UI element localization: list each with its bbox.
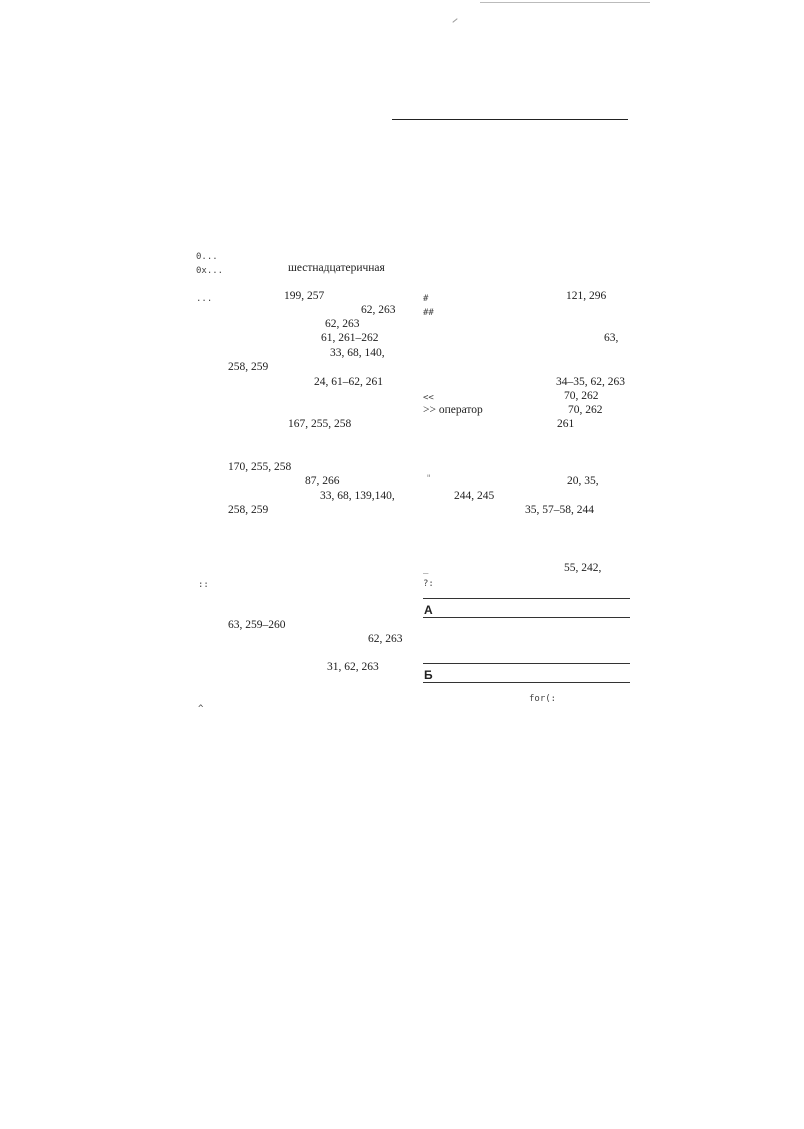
page-refs: 121, 296	[566, 290, 607, 302]
header-rule	[392, 119, 628, 120]
index-term: шестнадцатеричная	[288, 262, 385, 274]
page-refs: 261	[557, 418, 575, 430]
index-symbol: _	[423, 565, 429, 575]
index-symbol: <<	[423, 393, 434, 403]
page-refs: 33, 68, 140,	[330, 347, 385, 359]
index-symbol: #	[423, 294, 429, 304]
page-refs: 258, 259	[228, 361, 269, 373]
index-symbol: ?:	[423, 579, 434, 589]
index-term: >> оператор	[423, 404, 483, 416]
page-refs: 31, 62, 263	[327, 661, 379, 673]
page-refs: 244, 245	[454, 490, 495, 502]
page-refs: 199, 257	[284, 290, 325, 302]
section-heading: А	[424, 603, 433, 617]
page-refs: 35, 57–58, 244	[525, 504, 594, 516]
page-refs: 55, 242,	[564, 562, 602, 574]
index-symbol: "	[426, 474, 432, 484]
section-rule-bottom	[423, 682, 630, 683]
page-refs: 167, 255, 258	[288, 418, 352, 430]
page-refs: 20, 35,	[567, 475, 599, 487]
page-refs: 258, 259	[228, 504, 269, 516]
index-symbol: ##	[423, 308, 434, 318]
index-symbol: 0...	[196, 252, 218, 262]
page-refs: 70, 262	[568, 404, 603, 416]
page-refs: 62, 263	[361, 304, 396, 316]
index-symbol: ^	[198, 704, 204, 714]
index-symbol: ...	[196, 294, 213, 304]
page-refs: 63, 259–260	[228, 619, 286, 631]
page-refs: 70, 262	[564, 390, 599, 402]
page-refs: 63,	[604, 332, 619, 344]
section-heading: Б	[424, 668, 433, 682]
page-refs: 87, 266	[305, 475, 340, 487]
page-refs: 33, 68, 139,140,	[320, 490, 395, 502]
page-refs: 34–35, 62, 263	[556, 376, 625, 388]
page-refs: 62, 263	[368, 633, 403, 645]
index-symbol: ::	[198, 580, 209, 590]
scan-artifact	[452, 18, 458, 23]
section-rule-top	[423, 598, 630, 599]
scan-edge-line	[480, 2, 650, 3]
index-symbol: for(:	[529, 694, 557, 704]
section-rule-top	[423, 663, 630, 664]
page-refs: 62, 263	[325, 318, 360, 330]
section-rule-bottom	[423, 617, 630, 618]
page-refs: 170, 255, 258	[228, 461, 292, 473]
index-symbol: 0x...	[196, 266, 224, 276]
page-refs: 61, 261–262	[321, 332, 379, 344]
page-refs: 24, 61–62, 261	[314, 376, 383, 388]
